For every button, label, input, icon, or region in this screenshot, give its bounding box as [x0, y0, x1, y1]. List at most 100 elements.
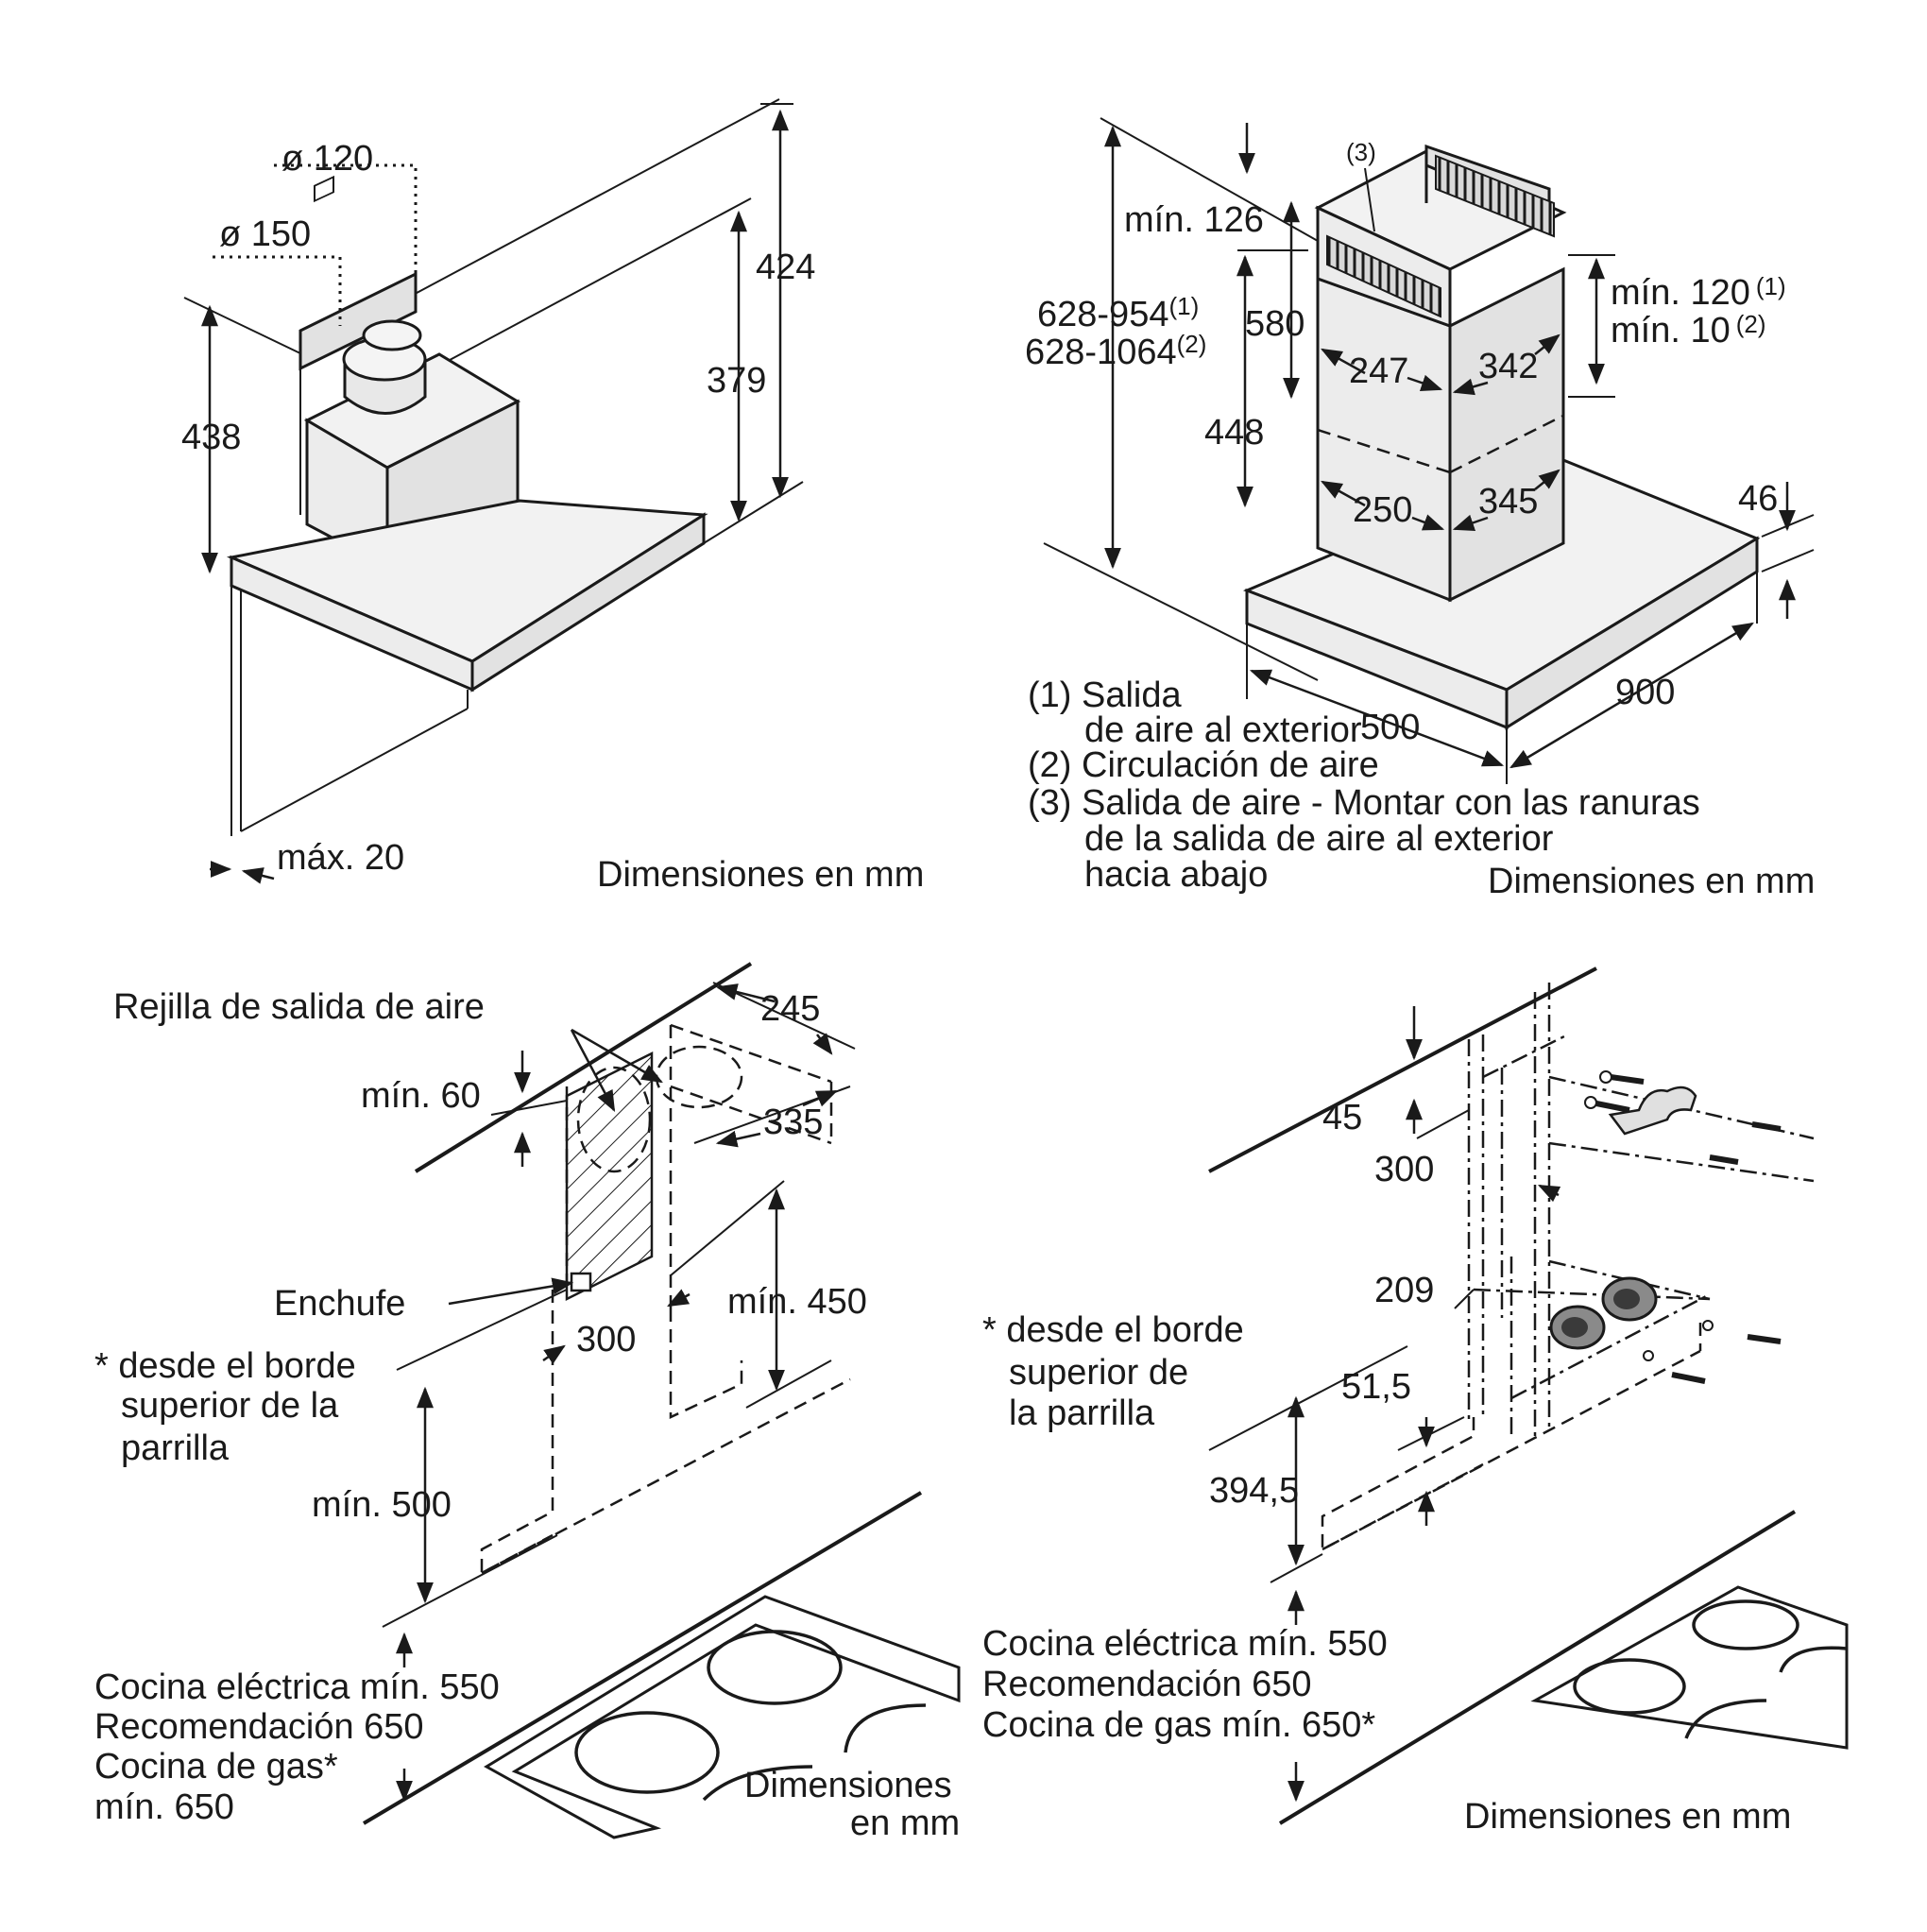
grille-leader — [571, 1028, 663, 1084]
chimney-outline — [670, 1085, 832, 1145]
callout-3-leader — [1364, 167, 1375, 232]
panel-top-right: (3) mín. 126 628-954(1) 628-1064(2) 580 … — [1025, 117, 1815, 901]
wall-bracket — [1608, 1086, 1697, 1136]
dim-900-label: 900 — [1615, 673, 1675, 712]
socket-label: Enchufe — [274, 1284, 405, 1324]
dim-300-left — [542, 1344, 566, 1364]
ceiling-line — [363, 98, 780, 322]
legend-3c: hacia abajo — [1084, 855, 1268, 895]
height-range-line1: 628-954(1) — [1037, 292, 1199, 334]
clearance-gas-1: Cocina de gas* — [94, 1747, 338, 1787]
cooktop-frame — [1530, 1585, 1849, 1750]
hob-burner — [707, 1630, 843, 1705]
leader-d150 — [213, 255, 342, 326]
chimney-outline — [1321, 1417, 1484, 1552]
screw-icon — [1709, 1154, 1739, 1165]
dim-500-label: 500 — [1360, 708, 1420, 747]
dim-394-5-label: 394,5 — [1209, 1471, 1299, 1511]
dim-245-left — [715, 983, 776, 1003]
clearance-gas: Cocina de gas mín. 650* — [982, 1705, 1375, 1745]
leader-d120 — [274, 163, 418, 312]
legend-3a: (3) Salida de aire - Montar con las ranu… — [1028, 783, 1700, 823]
units-label-2: en mm — [850, 1804, 960, 1843]
hob-burner — [702, 1765, 813, 1802]
dim-335-left — [715, 1130, 761, 1148]
chimney-outline — [1322, 1349, 1701, 1551]
hob-burner — [1779, 1646, 1848, 1673]
clearance-electric: Cocina eléctrica mín. 550 — [94, 1667, 500, 1707]
bracket-line — [1473, 1288, 1711, 1301]
dim-342-left — [1452, 378, 1489, 396]
dim-245-label: 245 — [760, 989, 820, 1029]
units-label-1: Dimensiones — [744, 1766, 952, 1805]
dim-438-label: 438 — [181, 418, 241, 457]
hob-burner — [1684, 1699, 1767, 1739]
screw-icon — [1751, 1121, 1782, 1132]
ext-line — [1270, 1553, 1323, 1583]
bracket-line — [1548, 1141, 1815, 1183]
note-line-2: superior de — [1009, 1353, 1188, 1393]
units-label: Dimensiones en mm — [1464, 1797, 1791, 1837]
grille-opening — [576, 1066, 652, 1173]
dim-345-left — [1452, 514, 1489, 531]
dim-500 — [1249, 669, 1505, 767]
diameter-120-label: ø 120 — [281, 139, 373, 179]
dim-335-right — [802, 1089, 839, 1107]
ext-line — [1397, 1416, 1465, 1451]
dim-342-right — [1534, 333, 1560, 355]
ext-line — [1761, 549, 1815, 573]
cooktop-frame — [484, 1595, 961, 1839]
clearance-gas-2: mín. 650 — [94, 1787, 234, 1827]
chimney-side — [1448, 266, 1565, 603]
min-126-label: mín. 126 — [1124, 200, 1264, 240]
dim-247-right — [1407, 374, 1443, 391]
callout-3: (3) — [1346, 138, 1376, 166]
ceiling-line — [424, 197, 752, 374]
ext-line — [745, 1359, 832, 1409]
cooktop-edge — [362, 1491, 923, 1825]
cooktop-edge — [1278, 1510, 1797, 1825]
socket-icon — [570, 1272, 592, 1292]
clearance-recommended: Recomendación 650 — [94, 1707, 424, 1747]
panel-top-left: ø 120 ø 150 424 379 438 máx. 20 Dimensio… — [181, 98, 924, 895]
dim-345-label: 345 — [1478, 482, 1538, 521]
note-line-1: * desde el borde — [94, 1346, 356, 1386]
socket-zone — [565, 1051, 654, 1302]
grille-leader — [570, 1029, 616, 1112]
bracket-line — [1548, 1259, 1711, 1301]
min-450-label: mín. 450 — [727, 1282, 867, 1322]
ref-line — [703, 481, 804, 544]
dim-580-label: 580 — [1245, 304, 1305, 344]
dim-247-label: 247 — [1349, 351, 1408, 391]
hob-burner — [1573, 1658, 1686, 1715]
diameter-150-label: ø 150 — [219, 214, 311, 254]
clearance-electric: Cocina eléctrica mín. 550 — [982, 1624, 1388, 1664]
dim-335-label: 335 — [763, 1103, 823, 1142]
grille-label: Rejilla de salida de aire — [113, 987, 485, 1027]
chimney-overlap-line — [1317, 428, 1451, 474]
panel-bottom-right: 45 300 209 * desde el borde superior de … — [982, 966, 1849, 1837]
screw-icon — [1643, 1350, 1706, 1384]
min-60-label: mín. 60 — [361, 1076, 481, 1116]
ext-line — [1208, 1345, 1408, 1451]
dim-247-left — [1321, 348, 1366, 375]
dim-46-label: 46 — [1738, 479, 1778, 519]
wall-plug-icon — [1561, 1317, 1588, 1338]
dim-245-right — [812, 1033, 833, 1055]
hob-burner — [844, 1703, 927, 1753]
wall-line — [240, 708, 469, 832]
grille-slots-back — [1435, 154, 1555, 238]
dim-342-label: 342 — [1478, 347, 1538, 386]
ceiling-line — [1208, 966, 1597, 1173]
floor-ref-line — [1043, 542, 1319, 681]
chimney-front — [1316, 276, 1452, 603]
dim-448-label: 448 — [1204, 413, 1264, 453]
dim-900 — [1509, 622, 1754, 769]
ext-line — [1416, 1109, 1470, 1139]
units-label: Dimensiones en mm — [1488, 862, 1815, 901]
legend-2: (2) Circulación de aire — [1028, 745, 1379, 785]
chimney-outline — [481, 1377, 851, 1575]
legend-3b: de la salida de aire al exterior — [1084, 819, 1554, 859]
panel-bottom-left: Rejilla de salida de aire 245 335 mín. 6… — [94, 962, 961, 1843]
